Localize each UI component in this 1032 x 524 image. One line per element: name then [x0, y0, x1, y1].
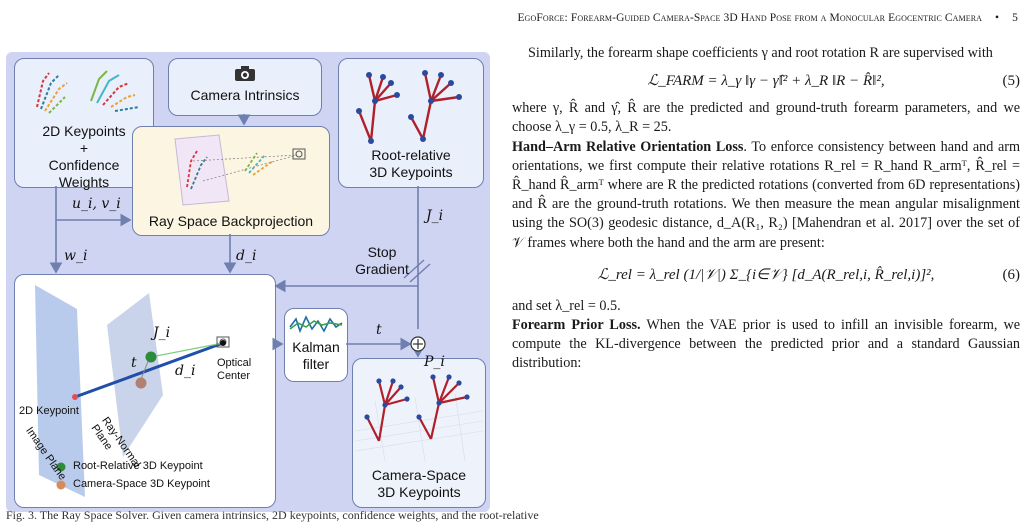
camera-icon	[235, 66, 255, 81]
equation-6: ℒ_rel = λ_rel (1/|𝒱|) Σ_{i∈𝒱} [d_A(R_rel…	[512, 253, 1020, 297]
var-uv: u_i, v_i	[72, 196, 121, 212]
optical-center-label: Optical Center	[217, 357, 252, 382]
camera-intrinsics-box: Camera Intrinsics	[168, 58, 322, 116]
keypoints-label: 2D Keypoints + Confidence Weights	[42, 123, 126, 190]
legend-root-label: Root-Relative 3D Keypoint	[73, 460, 203, 472]
stop-gradient-label: Stop Gradient	[355, 244, 409, 277]
equation-5-number: (5)	[1002, 73, 1021, 90]
inner-t: t	[131, 355, 137, 371]
hand-sketch-icon	[36, 70, 140, 114]
heading-forearm-prior: Forearm Prior Loss.	[512, 317, 641, 334]
paragraph-5: When the VAE prior is used to infill an …	[512, 317, 1020, 372]
paragraph-2: where γ, R̂ and γ̂, R̂ are the predicted…	[512, 100, 1020, 136]
equation-6-number: (6)	[1002, 266, 1021, 283]
page-number: 5	[1012, 12, 1018, 24]
flow-arrows	[49, 114, 431, 358]
camera-space-hand-icon	[354, 374, 484, 462]
paragraph-3: . To enforce consistency between hand an…	[512, 138, 1020, 251]
running-header: EgoForce: Forearm-Guided Camera-Space 3D…	[517, 12, 1018, 24]
paragraph-4: and set λ_rel = 0.5.	[512, 297, 621, 314]
keypoint-2d-label: 2D Keypoint	[19, 405, 79, 417]
text-column: Similarly, the forearm shape coefficient…	[512, 44, 1020, 374]
geometry-diagram	[35, 285, 230, 497]
camera-intrinsics-label: Camera Intrinsics	[190, 87, 300, 103]
figure-caption: Fig. 3. The Ray Space Solver. Given came…	[6, 508, 539, 522]
legend-green-dot	[56, 462, 66, 472]
equation-6-body: ℒ_rel = λ_rel (1/|𝒱|) Σ_{i∈𝒱} [d_A(R_rel…	[597, 266, 935, 283]
inner-J: J_i	[153, 325, 171, 341]
inner-d: d_i	[175, 363, 196, 379]
header-separator: •	[995, 12, 1000, 24]
header-title: EgoForce: Forearm-Guided Camera-Space 3D…	[517, 12, 983, 24]
keypoints-box: 2D Keypoints + Confidence Weights	[14, 58, 154, 190]
root-relative-label: Root-relative 3D Keypoints	[369, 147, 453, 180]
legend-orange-dot	[56, 480, 66, 490]
ray-space-box: Ray Space Backprojection	[132, 126, 330, 236]
hand-skeleton-icon	[356, 70, 462, 144]
root-relative-box: Root-relative 3D Keypoints	[338, 58, 484, 188]
legend-cam-label: Camera-Space 3D Keypoint	[73, 478, 210, 490]
equation-5-body: ℒ_FARM = λ_γ ‖γ − γ̂‖² + λ_R ‖R − R̂‖²,	[647, 73, 885, 90]
figure-panel: 2D Keypoints + Confidence Weights Camera…	[6, 52, 490, 512]
ray-space-label: Ray Space Backprojection	[148, 213, 314, 229]
var-d: d_i	[236, 248, 257, 264]
kalman-filter-box: Kalman filter	[284, 308, 348, 382]
camera-space-box: Camera-Space 3D Keypoints	[352, 358, 486, 508]
kalman-label: Kalman filter	[292, 339, 340, 372]
heading-orientation-loss: Hand–Arm Relative Orientation Loss	[512, 138, 744, 155]
paragraph-1: Similarly, the forearm shape coefficient…	[528, 45, 993, 61]
geometry-box: J_i t d_i Optical Center 2D Keypoint Ray…	[14, 274, 276, 508]
var-J: J_i	[426, 208, 444, 224]
var-P: P_i	[424, 354, 445, 370]
equation-5: ℒ_FARM = λ_γ ‖γ − γ̂‖² + λ_R ‖R − R̂‖², …	[512, 63, 1020, 99]
backprojection-sketch-icon	[174, 134, 306, 206]
camera-space-label: Camera-Space 3D Keypoints	[371, 467, 467, 500]
var-w: w_i	[64, 248, 88, 264]
var-t: t	[376, 322, 382, 338]
signal-wave-icon	[289, 315, 343, 334]
